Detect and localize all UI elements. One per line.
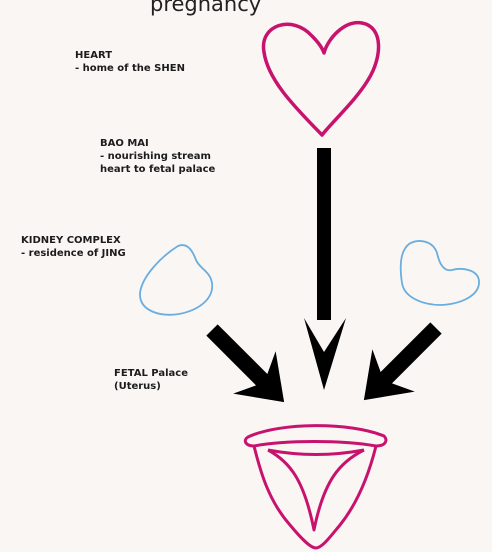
left-kidney-shape — [140, 245, 212, 315]
right-kidney-arrow — [343, 307, 458, 422]
right-kidney-shape — [401, 241, 479, 305]
bao-mai-arrow — [304, 148, 346, 390]
uterus-shape — [245, 426, 386, 548]
left-kidney-arrow — [191, 309, 306, 424]
heart-shape — [263, 23, 378, 135]
